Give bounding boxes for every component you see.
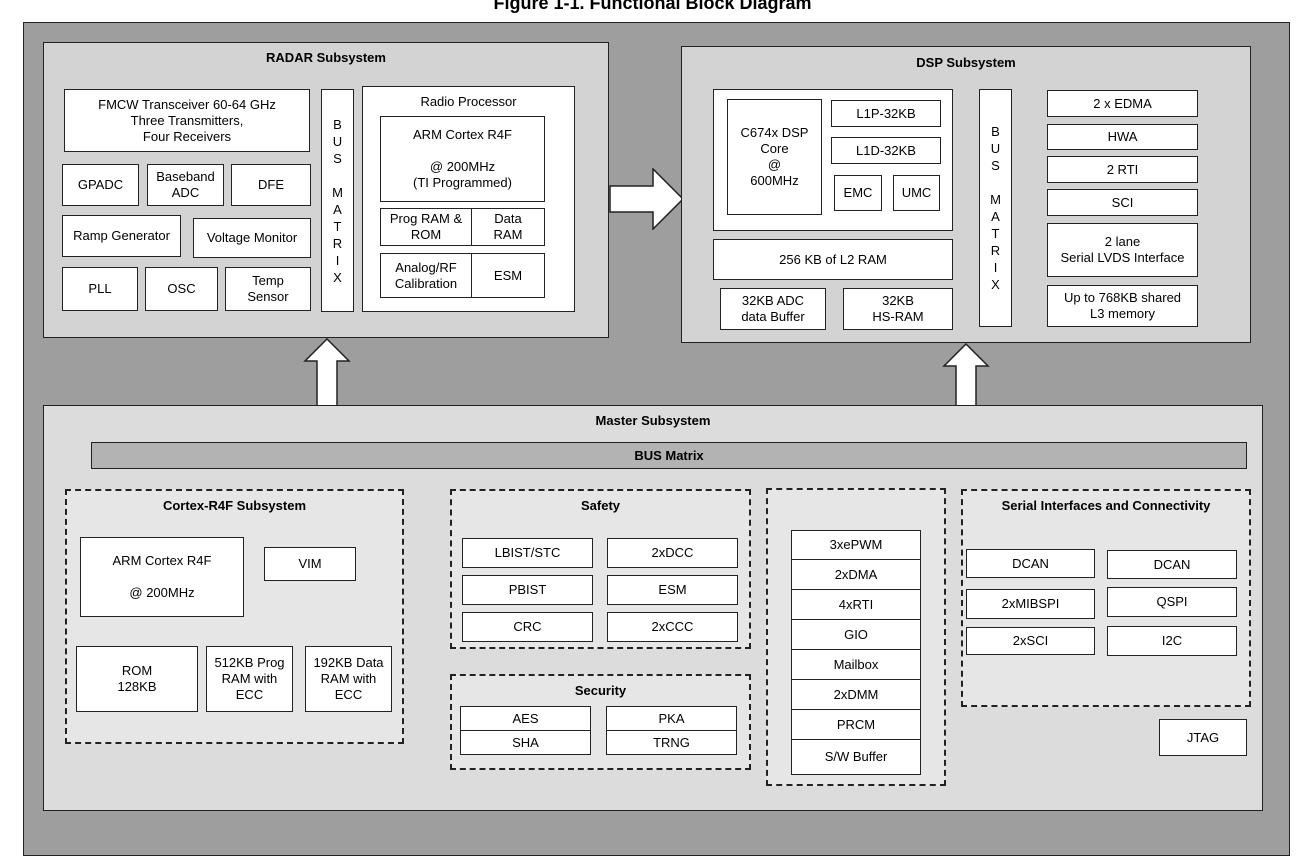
emc: EMC [834,175,882,211]
master-bus-matrix-label: BUS Matrix [634,448,704,463]
diagram-header-title: Figure 1-1. Functional Block Diagram [493,0,812,13]
dsp-subsystem-title: DSP Subsystem [916,55,1016,70]
bus-letter: U [990,141,1001,156]
master-bus-matrix: BUS Matrix [91,442,1247,469]
radar-subsystem-title: RADAR Subsystem [266,50,386,65]
l1d-32kb: L1D-32KB [831,137,941,164]
bus-letter: M [990,192,1001,207]
bus-letter [994,174,998,191]
bus-letter: I [993,260,998,275]
hwa: HWA [1047,124,1198,150]
radar-to-dsp-arrow [609,168,685,230]
periph-sw-buffer: S/W Buffer [791,739,921,775]
safety-2xccc: 2xCCC [607,612,738,642]
periph-2xdma: 2xDMA [791,559,921,590]
c674x-dsp-core: C674x DSP Core @ 600MHz [727,99,822,215]
radar-arm-cortex-r4f: ARM Cortex R4F @ 200MHz (TI Programmed) [380,116,545,202]
master-arm-cortex-r4f: ARM Cortex R4F @ 200MHz [80,537,244,617]
lbist-stc: LBIST/STC [462,538,593,568]
dfe: DFE [231,164,311,206]
safety-title: Safety [580,498,621,513]
sha: SHA [460,730,591,755]
bus-letter: T [991,226,1000,241]
bus-letter [336,167,340,184]
periph-4xrti: 4xRTI [791,589,921,620]
aes: AES [460,706,591,731]
hs-ram: 32KB HS-RAM [843,288,953,330]
bus-letter: S [991,158,1000,173]
trng: TRNG [606,730,737,755]
bus-letter: B [991,124,1000,139]
baseband-adc: Baseband ADC [147,164,224,206]
bus-letter: X [333,269,342,285]
serial-interfaces-title: Serial Interfaces and Connectivity [1001,498,1211,513]
rom-128kb: ROM 128KB [76,646,198,712]
pka: PKA [606,706,737,731]
bus-letter: R [990,243,1001,258]
data-ram-192kb: 192KB Data RAM with ECC [305,646,392,712]
ramp-generator: Ramp Generator [62,215,181,257]
i2c: I2C [1107,626,1237,656]
pbist: PBIST [462,575,593,605]
periph-mailbox: Mailbox [791,649,921,680]
safety-esm: ESM [607,575,738,605]
vim: VIM [264,547,356,581]
bus-letter: U [332,133,343,149]
radar-esm: ESM [471,253,545,298]
adc-data-buffer: 32KB ADC data Buffer [720,288,826,330]
bus-letter: A [991,209,1000,224]
bus-letter: T [333,218,342,234]
qspi: QSPI [1107,587,1237,617]
periph-gio: GIO [791,619,921,650]
bus-letter: I [335,252,340,268]
periph-2xdmm: 2xDMM [791,679,921,710]
gpadc: GPADC [62,164,139,206]
jtag: JTAG [1159,719,1247,756]
bus-letter: M [332,184,343,200]
dcan-2: DCAN [1107,550,1237,579]
periph-3xepwm: 3xePWM [791,530,921,560]
data-ram: Data RAM [471,208,545,246]
l1p-32kb: L1P-32KB [831,100,941,127]
l3-memory: Up to 768KB shared L3 memory [1047,285,1198,327]
periph-prcm: PRCM [791,709,921,740]
serial-lvds-interface: 2 lane Serial LVDS Interface [1047,223,1198,277]
mibspi: 2xMIBSPI [966,589,1095,619]
cortex-r4f-subsystem-title: Cortex-R4F Subsystem [162,498,307,513]
l2-ram: 256 KB of L2 RAM [713,239,953,280]
prog-ram-rom: Prog RAM & ROM [380,208,472,246]
security-title: Security [574,683,627,698]
dcan-1: DCAN [966,549,1095,578]
master-2xsci: 2xSCI [966,627,1095,655]
temp-sensor: Temp Sensor [225,267,311,311]
fmcw-transceiver: FMCW Transceiver 60-64 GHz Three Transmi… [64,89,310,152]
pll: PLL [62,267,138,311]
analog-rf-calibration: Analog/RF Calibration [380,253,472,298]
umc: UMC [893,175,940,211]
voltage-monitor: Voltage Monitor [193,218,311,258]
edma: 2 x EDMA [1047,90,1198,117]
bus-letter: S [333,150,342,166]
crc: CRC [462,612,593,642]
bus-letter: R [332,235,343,251]
dsp-sci: SCI [1047,189,1198,216]
osc: OSC [145,267,218,311]
prog-ram-512kb: 512KB Prog RAM with ECC [206,646,293,712]
radio-processor-title: Radio Processor [420,94,517,109]
bus-letter: X [991,277,1000,292]
bus-letter: A [333,201,342,217]
master-subsystem-title: Master Subsystem [595,413,711,428]
safety-2xdcc: 2xDCC [607,538,738,568]
bus-letter: B [333,116,342,132]
dsp-rti: 2 RTI [1047,156,1198,183]
